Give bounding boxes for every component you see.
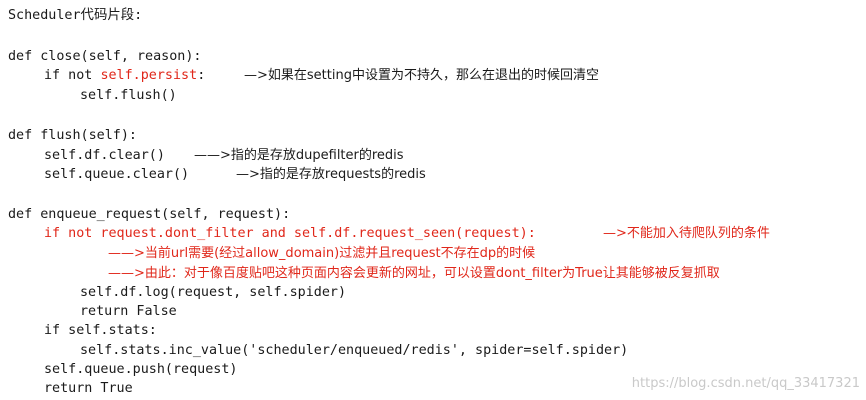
enqueue-note-line-2: ——>由此：对于像百度贴吧这种页面内容会更新的网址，可以设置dont_filte… (108, 266, 720, 281)
flush-df-clear: self.df.clear() (44, 148, 165, 163)
flush-queue-clear: self.queue.clear() (44, 167, 190, 182)
close-if-prefix: if not (44, 68, 101, 83)
enqueue-inc-value: self.stats.inc_value('scheduler/enqueued… (80, 343, 629, 358)
heading: Scheduler代码片段: (8, 8, 143, 23)
enqueue-if-note: —>不能加入待爬队列的条件 (603, 226, 770, 241)
enqueue-if-condition: if not request.dont_filter and self.df.r… (44, 226, 536, 241)
persist-keyword: self.persist (100, 68, 198, 83)
flush-def-line: def flush(self): (8, 128, 137, 143)
enqueue-df-log: self.df.log(request, self.spider) (80, 285, 347, 300)
close-if-line: if not self.persist: (44, 66, 205, 85)
enqueue-queue-push: self.queue.push(request) (44, 362, 238, 377)
watermark: https://blog.csdn.net/qq_33417321 (631, 376, 860, 391)
close-persist-note: —>如果在setting中设置为不持久，那么在退出的时候回清空 (244, 68, 599, 83)
close-flush-call: self.flush() (80, 88, 177, 103)
close-def-line: def close(self, reason): (8, 49, 202, 64)
enqueue-return-false: return False (80, 304, 177, 319)
enqueue-note-line-1: ——>当前url需要(经过allow_domain)过滤并且request不存在… (108, 246, 536, 261)
flush-df-note: ——>指的是存放dupefilter的redis (194, 148, 404, 163)
enqueue-def-line: def enqueue_request(self, request): (8, 207, 291, 222)
enqueue-if-stats: if self.stats: (44, 323, 157, 338)
enqueue-return-true: return True (44, 381, 133, 396)
flush-queue-note: —>指的是存放requests的redis (236, 167, 426, 182)
close-if-suffix: : (197, 68, 206, 83)
